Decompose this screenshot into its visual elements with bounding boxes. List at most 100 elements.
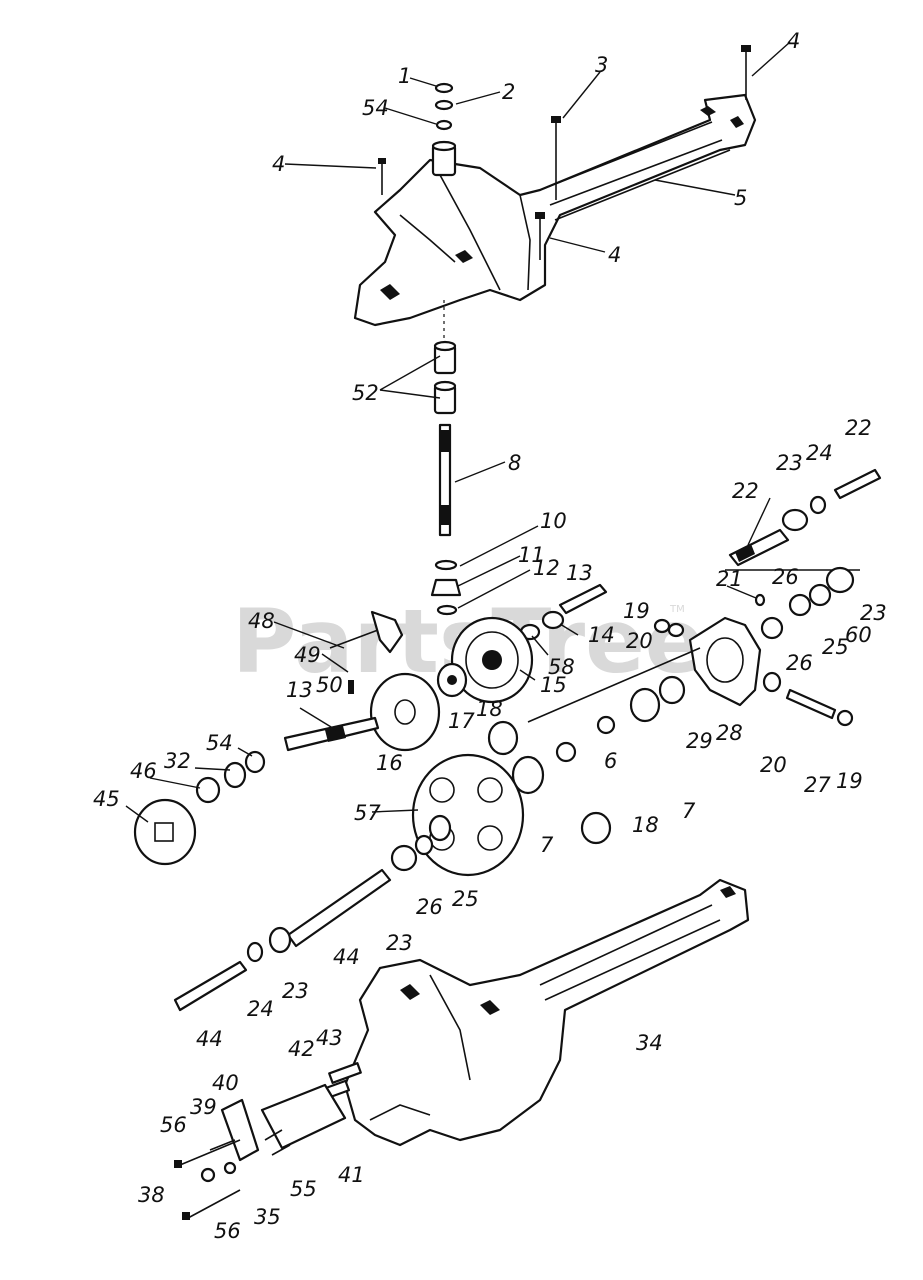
callout-4-top: 4 [787, 29, 800, 53]
callout-5: 5 [734, 186, 747, 210]
bolt-56-lower [182, 1189, 241, 1220]
shaft-13-lower [283, 716, 380, 752]
bushing-29 [658, 675, 686, 705]
bushing-23-lower [268, 926, 292, 954]
input-shaft-8 [438, 423, 452, 537]
callout-2: 2 [502, 80, 515, 104]
callout-25-right: 25 [822, 635, 849, 659]
cover-plate-41 [260, 1083, 347, 1150]
bushing-23-right [825, 566, 855, 594]
callout-57: 57 [354, 801, 381, 825]
callout-54-lower: 54 [206, 731, 233, 755]
callout-44-upper: 44 [333, 945, 360, 969]
callout-56-upper: 56 [160, 1113, 187, 1137]
bolt-3 [551, 116, 561, 200]
callout-39: 39 [190, 1095, 217, 1119]
pin-55-b [271, 1144, 291, 1156]
washer-60 [808, 583, 832, 607]
washer-54 [435, 119, 453, 131]
callout-14: 14 [588, 623, 615, 647]
gear-17 [436, 662, 468, 698]
callout-24-upper: 24 [806, 441, 833, 465]
callout-7-right: 7 [682, 799, 696, 823]
callout-38: 38 [138, 1183, 165, 1207]
callout-48: 48 [248, 609, 275, 633]
callout-17: 17 [448, 709, 475, 733]
callout-26-lower: 26 [786, 651, 813, 675]
callout-45: 45 [93, 787, 120, 811]
callout-16: 16 [376, 751, 403, 775]
callout-7-lower: 7 [540, 833, 554, 857]
leader-lines [125, 41, 791, 823]
bevel-gear-7-upper [629, 687, 661, 723]
callout-13-upper: 13 [566, 561, 593, 585]
callout-27: 27 [804, 773, 831, 797]
callout-49: 49 [294, 643, 321, 667]
callout-60: 60 [845, 623, 872, 647]
washer-54-lower [244, 750, 266, 774]
callout-28: 28 [716, 721, 743, 745]
washer-35 [223, 1161, 237, 1175]
nut-38 [200, 1167, 216, 1183]
callout-22-upper: 22 [845, 416, 872, 440]
callout-23-center: 23 [386, 931, 413, 955]
bolt-4-right-top [741, 45, 751, 100]
callout-41: 41 [338, 1163, 365, 1187]
pad-43 [328, 1062, 362, 1084]
differential-housing-28 [688, 616, 762, 707]
callout-23-upper: 23 [776, 451, 803, 475]
callout-52: 52 [352, 381, 379, 405]
shaft-13-upper [558, 583, 608, 615]
callout-54-top: 54 [362, 96, 389, 120]
callout-18-right: 18 [632, 813, 659, 837]
shaft-22-lower [728, 528, 790, 567]
callout-44-lower: 44 [196, 1027, 223, 1051]
callout-15: 15 [540, 673, 567, 697]
washer-26-upper [788, 593, 812, 617]
callout-4-center: 4 [608, 243, 621, 267]
callout-23-right: 23 [860, 601, 887, 625]
bevel-gear-15 [450, 616, 534, 704]
spur-gear-57 [411, 753, 525, 877]
bolt-56-upper [174, 1139, 241, 1168]
pin-21 [754, 593, 766, 607]
bolt-4-left [378, 158, 386, 195]
lower-housing-34 [343, 878, 750, 1147]
bushing-23-center [390, 844, 418, 872]
callout-24-lower: 24 [247, 997, 274, 1021]
upper-housing [353, 93, 757, 327]
callout-34: 34 [636, 1031, 663, 1055]
bolt-4-center [535, 212, 545, 260]
pinion-11 [430, 578, 462, 597]
callout-26-upper: 26 [772, 565, 799, 589]
ring-24-upper [809, 495, 827, 515]
callout-29: 29 [686, 729, 713, 753]
callouts: 1 2 3 4 4 4 5 54 52 8 10 11 12 13 14 58 … [93, 29, 887, 1243]
washer-6-upper [596, 715, 616, 735]
callout-56-lower: 56 [214, 1219, 241, 1243]
screw-39 [209, 1139, 236, 1151]
bushing-46 [195, 776, 221, 804]
callout-4-left: 4 [272, 152, 285, 176]
callout-21: 21 [716, 567, 743, 591]
washer-2 [434, 99, 454, 111]
callout-19-lower: 19 [836, 769, 863, 793]
lever-40 [220, 1098, 260, 1162]
bearing-32 [223, 761, 247, 789]
callout-6: 6 [604, 749, 617, 773]
washer-6-lower [555, 741, 577, 763]
shift-fork-48 [329, 610, 404, 654]
pin-27 [785, 688, 837, 720]
callout-22-lower: 22 [732, 479, 759, 503]
callout-40: 40 [212, 1071, 239, 1095]
washer-10 [434, 559, 458, 571]
axis-line-28 [527, 647, 701, 723]
washer-12 [436, 604, 458, 616]
callout-12: 12 [533, 556, 560, 580]
bushing-14 [541, 610, 565, 630]
watermark-trademark: TM [669, 604, 685, 615]
callout-8: 8 [508, 451, 521, 475]
callout-43: 43 [316, 1026, 343, 1050]
bushing-52-lower [433, 380, 457, 415]
shaft-22-upper [833, 468, 882, 500]
